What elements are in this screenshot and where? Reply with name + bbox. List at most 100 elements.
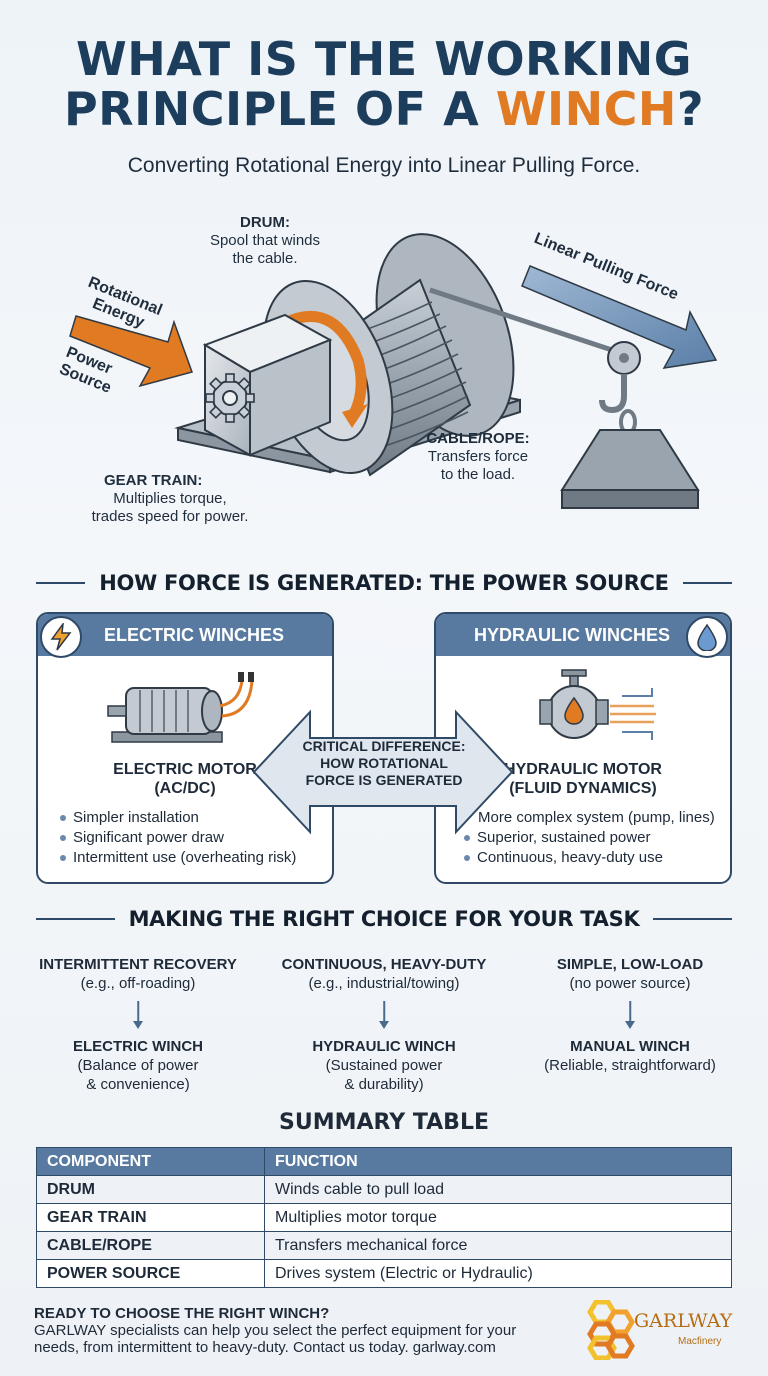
choice-winch: MANUAL WINCH	[570, 1038, 690, 1055]
hydraulic-points: More complex system (pump, lines) Superi…	[464, 808, 715, 868]
lightning-icon	[40, 616, 82, 658]
power-arrow	[69, 315, 193, 388]
component-cell: CABLE/ROPE	[36, 1231, 265, 1260]
call-to-action: READY TO CHOOSE THE RIGHT WINCH? GARLWAY…	[34, 1305, 554, 1356]
electric-card-title: ELECTRIC WINCHES	[104, 624, 284, 645]
component-cell: POWER SOURCE	[36, 1259, 265, 1288]
title-line-1: WHAT IS THE WORKING	[75, 32, 692, 86]
function-cell: Transfers mechanical force	[264, 1231, 732, 1260]
logo-name: GARLWAY	[634, 1310, 733, 1332]
choice-task: CONTINUOUS, HEAVY-DUTY	[281, 956, 487, 973]
cable-desc-1: Transfers force	[427, 448, 529, 465]
hydraulic-motor-type: (FLUID DYNAMICS)	[509, 780, 657, 797]
choice-example: (e.g., off-roading)	[80, 975, 196, 992]
gearbox	[202, 313, 333, 457]
choice-winch: ELECTRIC WINCH	[73, 1038, 203, 1055]
page-subtitle: Converting Rotational Energy into Linear…	[127, 154, 641, 177]
cta-line-2: needs, from intermittent to heavy-duty. …	[34, 1339, 496, 1356]
choice-note-2: & convenience)	[86, 1076, 190, 1093]
choice-note-2: & durability)	[344, 1076, 424, 1093]
function-cell: Multiplies motor torque	[264, 1203, 732, 1232]
cable-line	[429, 287, 619, 355]
drum-label: DRUM: Spool that winds the cable.	[200, 214, 330, 268]
divider	[36, 582, 86, 584]
hexagon-logo-icon	[587, 1299, 635, 1361]
electric-motor-name: ELECTRIC MOTOR	[113, 761, 257, 778]
cta-line-1: GARLWAY specialists can help you select …	[34, 1322, 517, 1339]
choice-manual: SIMPLE, LOW-LOAD (no power source) MANUA…	[510, 955, 750, 1075]
divider	[36, 918, 115, 920]
title-line-2: PRINCIPLE OF A WINCH?	[0, 84, 768, 134]
winch-diagram: DRUM: Spool that winds the cable. Rotati…	[0, 190, 768, 550]
list-item: More complex system (pump, lines)	[478, 808, 715, 828]
cable-label: CABLE/ROPE: Transfers force to the load.	[408, 430, 548, 484]
gear-icon	[205, 373, 255, 423]
cable-title: CABLE/ROPE:	[426, 430, 530, 447]
point-text: More complex system (pump, lines)	[478, 809, 715, 826]
critical-difference-text: CRITICAL DIFFERENCE: HOW ROTATIONAL FORC…	[284, 738, 484, 789]
logo-subtitle: Macfinery	[678, 1336, 722, 1347]
summary-table-title: SUMMARY TABLE	[279, 1110, 489, 1135]
title-question-mark: ?	[676, 82, 705, 136]
cable-desc-2: to the load.	[440, 466, 516, 483]
choice-section-title: MAKING THE RIGHT CHOICE FOR YOUR TASK	[128, 907, 640, 931]
choice-section-heading: MAKING THE RIGHT CHOICE FOR YOUR TASK	[36, 904, 732, 934]
arrow-down-icon	[18, 993, 258, 1037]
function-cell: Winds cable to pull load	[264, 1175, 732, 1204]
component-cell: DRUM	[36, 1175, 265, 1204]
list-item: Superior, sustained power	[464, 828, 715, 848]
table-header-row: COMPONENT FUNCTION	[36, 1147, 732, 1176]
point-text: Simpler installation	[73, 809, 199, 826]
droplet-icon	[686, 616, 728, 658]
electric-points: Simpler installation Significant power d…	[60, 808, 296, 868]
choice-example: (e.g., industrial/towing)	[308, 975, 460, 992]
choice-task: INTERMITTENT RECOVERY	[39, 956, 237, 973]
list-item: Continuous, heavy-duty use	[464, 848, 715, 868]
choice-task: SIMPLE, LOW-LOAD	[556, 956, 704, 973]
page-title: WHAT IS THE WORKING PRINCIPLE OF A WINCH…	[0, 34, 768, 134]
point-text: Intermittent use (overheating risk)	[73, 849, 297, 866]
divider	[653, 918, 732, 920]
hydraulic-motor-label: HYDRAULIC MOTOR (FLUID DYNAMICS)	[436, 760, 730, 798]
difference-line-1: CRITICAL DIFFERENCE:	[302, 738, 466, 754]
hydraulic-motor-name: HYDRAULIC MOTOR	[504, 761, 662, 778]
electric-motor-type: (AC/DC)	[154, 780, 216, 797]
garlway-logo: GARLWAY Macfinery	[582, 1299, 738, 1361]
point-text: Significant power draw	[73, 829, 224, 846]
column-header: COMPONENT	[36, 1147, 265, 1176]
choice-winch: HYDRAULIC WINCH	[312, 1038, 456, 1055]
difference-line-2: HOW ROTATIONAL	[320, 755, 448, 771]
power-section-title: HOW FORCE IS GENERATED: THE POWER SOURCE	[99, 571, 669, 595]
drum-desc-1: Spool that winds	[209, 232, 321, 249]
list-item: Simpler installation	[60, 808, 296, 828]
cta-heading: READY TO CHOOSE THE RIGHT WINCH?	[34, 1305, 330, 1322]
difference-line-3: FORCE IS GENERATED	[305, 772, 463, 788]
hydraulic-motor-icon	[539, 669, 656, 740]
divider	[682, 582, 733, 584]
drum-desc-2: the cable.	[232, 250, 298, 267]
choice-note-1: (Reliable, straightforward)	[544, 1057, 716, 1074]
hydraulic-card-title: HYDRAULIC WINCHES	[474, 624, 670, 645]
title-text: PRINCIPLE OF A	[63, 82, 496, 136]
arrow-down-icon	[264, 993, 504, 1037]
winch-illustration	[69, 233, 718, 509]
column-header: FUNCTION	[264, 1147, 732, 1176]
rotation-arrow	[286, 310, 367, 420]
choice-note-1: (Sustained power	[325, 1057, 443, 1074]
electric-card-header: ELECTRIC WINCHES	[38, 614, 332, 656]
list-item: Intermittent use (overheating risk)	[60, 848, 296, 868]
gear-desc-1: Multiplies torque,	[113, 490, 227, 507]
list-item: Significant power draw	[60, 828, 296, 848]
drum-title: DRUM:	[240, 214, 290, 231]
hydraulic-card-header: HYDRAULIC WINCHES	[436, 614, 730, 656]
critical-difference-arrow	[252, 709, 514, 835]
choice-example: (no power source)	[569, 975, 691, 992]
electric-motor-label: ELECTRIC MOTOR (AC/DC)	[38, 760, 332, 798]
choice-hydraulic: CONTINUOUS, HEAVY-DUTY (e.g., industrial…	[264, 955, 504, 1094]
function-cell: Drives system (Electric or Hydraulic)	[264, 1259, 732, 1288]
arrow-down-icon	[510, 993, 750, 1037]
